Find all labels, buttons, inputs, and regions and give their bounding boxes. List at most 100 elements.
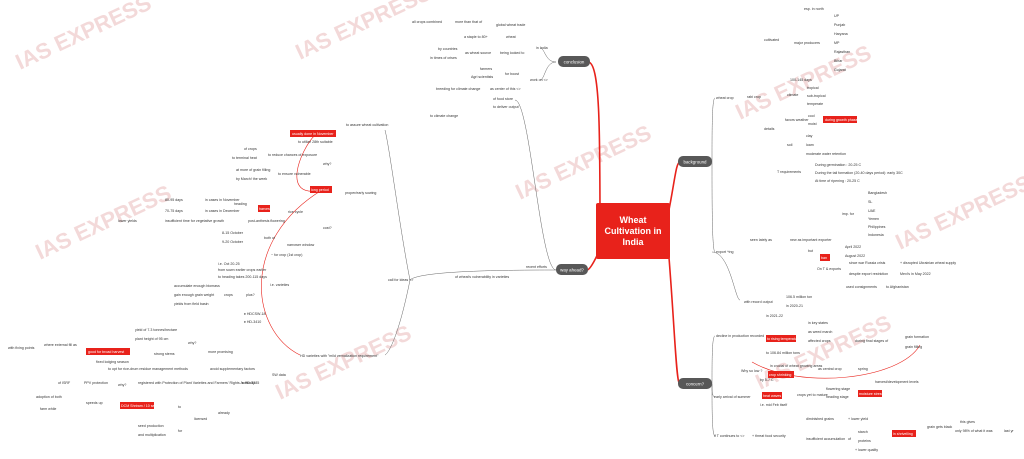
- node-label[interactable]: in 2020-21: [786, 304, 803, 308]
- node-label[interactable]: by countries: [438, 47, 458, 51]
- export-country[interactable]: Philippines: [868, 225, 886, 229]
- node-label[interactable]: post-anthesis flowering: [248, 219, 285, 223]
- node-label[interactable]: rabi crop: [747, 95, 761, 99]
- node-label[interactable]: to deliver output: [493, 105, 519, 109]
- node-label[interactable]: Mexi's in May 2022: [900, 272, 931, 276]
- node-label[interactable]: flowering stage: [826, 387, 850, 391]
- node-label[interactable]: global wheat trade: [496, 23, 525, 27]
- node-label[interactable]: to 106.84 million tons: [766, 351, 800, 355]
- node-label[interactable]: of wheat's vulnerability: [455, 275, 491, 279]
- node-label[interactable]: to: [178, 405, 181, 409]
- sow-date[interactable]: 8-15 October: [222, 231, 244, 235]
- node-label[interactable]: to ensure vulnerable: [278, 172, 311, 176]
- hd-code[interactable]: ♦ HD-3410: [244, 320, 261, 324]
- sow-date[interactable]: 9-20 October: [222, 240, 244, 244]
- node-label[interactable]: recent efforts: [526, 265, 547, 269]
- node-label[interactable]: to opt for rice-drum residue management …: [108, 367, 188, 371]
- export-country[interactable]: SL: [868, 200, 872, 204]
- node-label[interactable]: + threat food security: [752, 434, 786, 438]
- node-label[interactable]: ban: [821, 256, 827, 260]
- node-label[interactable]: where external fill as: [44, 343, 77, 347]
- central-topic[interactable]: Wheat Cultivation in India: [596, 203, 670, 259]
- node-label[interactable]: a staple to 80+: [464, 35, 488, 39]
- node-label[interactable]: both of: [264, 236, 275, 240]
- node-label[interactable]: seed production: [138, 424, 164, 428]
- node-label[interactable]: soil: [787, 143, 793, 147]
- node-label[interactable]: call for ideas <>: [388, 278, 413, 282]
- node-label[interactable]: heading stage: [826, 395, 849, 399]
- node-label[interactable]: cool: [808, 114, 815, 118]
- node-label[interactable]: in crucial of wheat growing areas: [770, 364, 823, 368]
- node-label[interactable]: why?: [188, 341, 196, 345]
- node-label[interactable]: seen lately as: [750, 238, 772, 242]
- node-label[interactable]: proteins: [858, 439, 871, 443]
- node-label[interactable]: despite export restriction: [849, 272, 888, 276]
- node-label[interactable]: this gives: [960, 420, 975, 424]
- node-label[interactable]: i.e. mid Feb itself: [760, 403, 787, 407]
- node-label[interactable]: to rising temperatures: [767, 337, 802, 341]
- producer-item[interactable]: Haryana: [834, 32, 848, 36]
- node-label[interactable]: to assure wheat cultivation: [346, 123, 388, 127]
- export-country[interactable]: Indonesia: [868, 233, 884, 237]
- node-label[interactable]: esp. in north: [804, 7, 824, 11]
- node-label[interactable]: avoid supplementary factors: [210, 367, 255, 371]
- node-label[interactable]: during growth phase: [825, 118, 858, 122]
- node-label[interactable]: as center of this <>: [490, 87, 521, 91]
- node-label[interactable]: proper/early sowing: [345, 191, 376, 195]
- node-label[interactable]: ~ for crop (1st crop): [271, 253, 302, 257]
- node-label[interactable]: i.e. Oct 20-25: [218, 262, 240, 266]
- node-label[interactable]: by 5-7 C: [760, 378, 774, 382]
- node-label[interactable]: starch: [858, 430, 868, 434]
- node-label[interactable]: PPV protection: [84, 381, 108, 385]
- node-label[interactable]: but: [808, 249, 813, 253]
- node-label[interactable]: for: [178, 429, 183, 433]
- node-label[interactable]: Agri scientists: [471, 75, 493, 79]
- node-label[interactable]: adoption of both: [36, 395, 62, 399]
- node-label[interactable]: with fixing points: [8, 346, 35, 350]
- node-label[interactable]: crops yet to mature: [797, 393, 828, 397]
- node-label[interactable]: crops: [224, 293, 233, 297]
- node-label[interactable]: why?: [118, 383, 126, 387]
- node-label[interactable]: diminished grains: [806, 417, 834, 421]
- node-label[interactable]: Why so low ?: [741, 369, 762, 373]
- node-label[interactable]: 100-145 days: [790, 78, 812, 82]
- node-label[interactable]: in shrivelling: [893, 432, 913, 436]
- node-label[interactable]: if T continues to <>: [714, 434, 744, 438]
- node-label[interactable]: with record output: [744, 300, 773, 304]
- node-label[interactable]: climate: [787, 93, 798, 97]
- node-label[interactable]: moisture stress: [859, 392, 884, 396]
- node-label[interactable]: breeding for climate change: [436, 87, 480, 91]
- node-label[interactable]: good for broad harvest: [88, 350, 124, 354]
- node-label[interactable]: of: [848, 437, 851, 441]
- node-label[interactable]: decline in production recorded: [716, 334, 764, 338]
- node-label[interactable]: farm while: [40, 407, 56, 411]
- node-label[interactable]: heading: [234, 202, 247, 206]
- producer-item[interactable]: Bihar: [834, 59, 843, 63]
- export-country[interactable]: Bangladesh: [868, 191, 887, 195]
- hd-code[interactable]: ♦ HDCSW-18: [244, 312, 266, 316]
- node-label[interactable]: for boost: [505, 72, 519, 76]
- producer-item[interactable]: Rajasthan: [834, 50, 850, 54]
- node-label[interactable]: as weed march: [808, 330, 832, 334]
- node-label[interactable]: ♦ HD-3385: [242, 381, 259, 385]
- node-label[interactable]: favors weather: [785, 118, 809, 122]
- producer-item[interactable]: Punjab: [834, 23, 845, 27]
- node-label[interactable]: licensed: [194, 417, 207, 421]
- branch-conclusion[interactable]: conclusion: [558, 56, 590, 67]
- plus-item[interactable]: accumulate enough biomass: [174, 284, 220, 288]
- node-label[interactable]: more than that of: [455, 20, 482, 24]
- node-label[interactable]: in India: [536, 46, 548, 50]
- node-label[interactable]: cultivated: [764, 38, 779, 42]
- node-label[interactable]: fixed lodging season: [96, 360, 129, 364]
- node-label[interactable]: details: [764, 127, 775, 131]
- node-label[interactable]: wheat crop: [716, 96, 734, 100]
- node-label[interactable]: 106.5 million ton: [786, 295, 812, 299]
- node-label[interactable]: to climate change: [430, 114, 458, 118]
- node-label[interactable]: by March! the week: [236, 177, 267, 181]
- node-label[interactable]: of food store: [493, 97, 513, 101]
- temp-item[interactable]: During germination : 20-25 C: [815, 163, 862, 167]
- node-label[interactable]: insufficient accumulation: [806, 437, 845, 441]
- node-label[interactable]: being looked to: [500, 51, 524, 55]
- node-label[interactable]: DCM Shriram / 10 seeded blended: [121, 404, 176, 408]
- node-label[interactable]: On T & exports: [817, 267, 841, 271]
